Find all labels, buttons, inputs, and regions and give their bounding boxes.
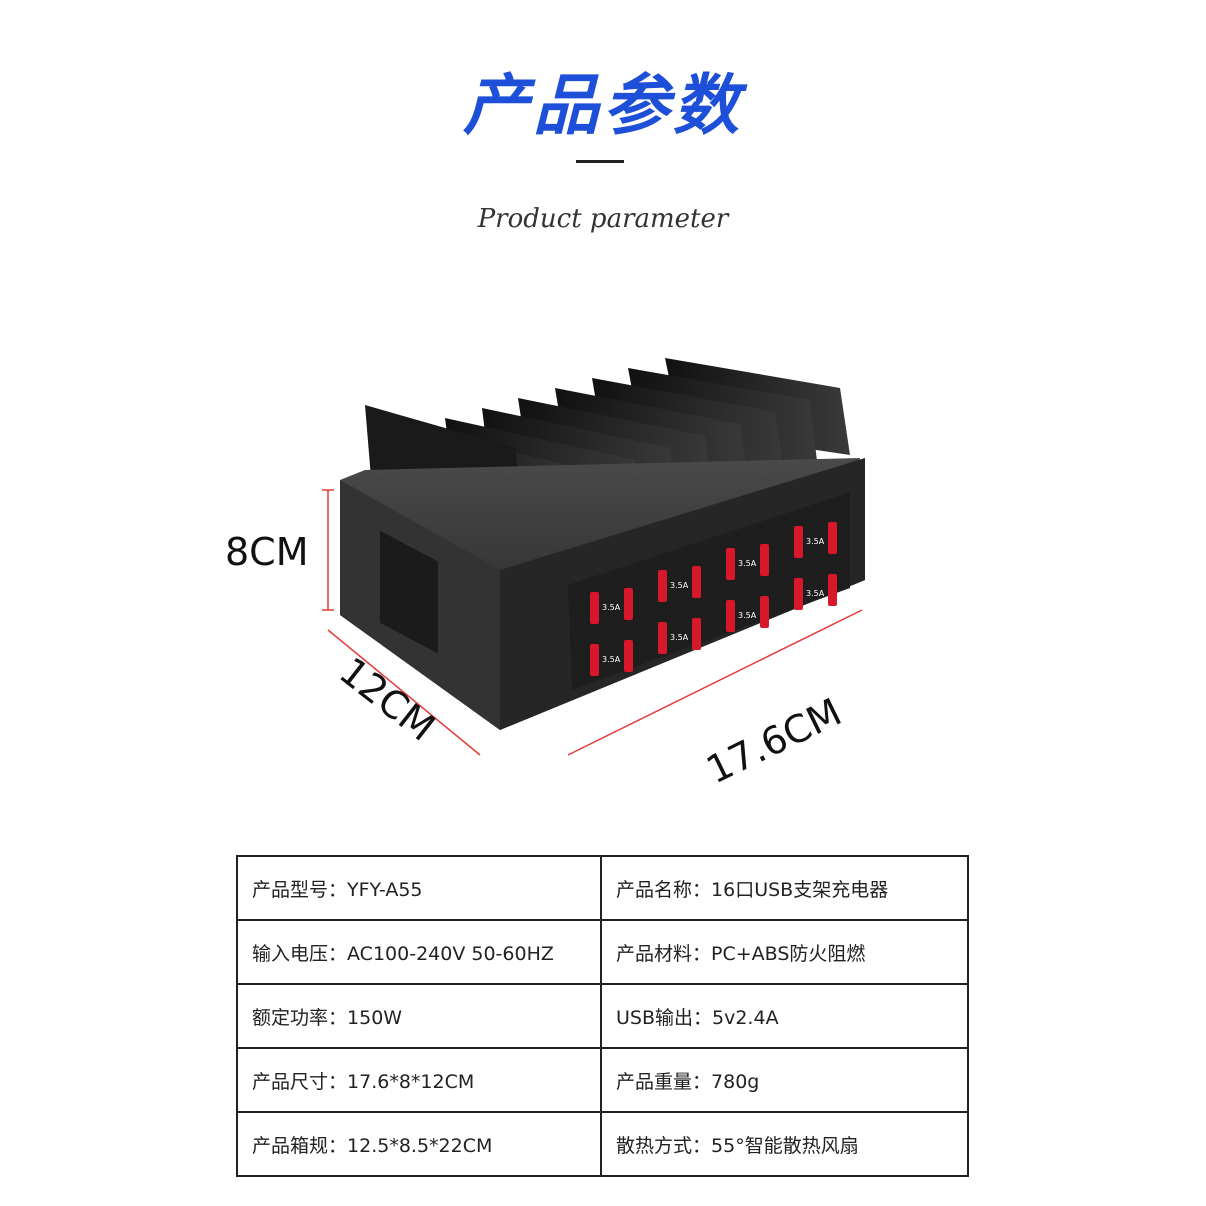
dimension-width-label: 17.6CM — [699, 690, 848, 790]
spec-label: 产品型号： — [252, 878, 348, 901]
spec-cell: USB输出：5v2.4A — [600, 983, 969, 1049]
spec-label: USB输出： — [616, 1006, 713, 1029]
spec-cell: 输入电压：AC100-240V 50-60HZ — [236, 919, 602, 985]
usb-port-group: 3.5A — [590, 588, 633, 624]
spec-value: 17.6*8*12CM — [347, 1070, 475, 1093]
usb-port — [726, 548, 735, 580]
usb-port-group: 3.5A — [658, 618, 701, 654]
port-rating-label: 3.5A — [602, 655, 621, 664]
port-rating-label: 3.5A — [738, 559, 757, 568]
spec-value: 12.5*8.5*22CM — [347, 1134, 493, 1157]
spec-label: 额定功率： — [252, 1006, 348, 1029]
usb-port-group: 3.5A — [794, 574, 837, 610]
port-rating-label: 3.5A — [806, 589, 825, 598]
spec-value: 780g — [711, 1070, 760, 1093]
usb-port — [658, 570, 667, 602]
spec-value: AC100-240V 50-60HZ — [347, 942, 554, 965]
spec-cell: 产品箱规：12.5*8.5*22CM — [236, 1111, 602, 1177]
spec-cell: 产品材料：PC+ABS防火阻燃 — [600, 919, 969, 985]
spec-label: 产品箱规： — [252, 1134, 348, 1157]
spec-value: 150W — [347, 1006, 403, 1029]
usb-port-group: 3.5A — [658, 566, 701, 602]
usb-port — [760, 596, 769, 628]
usb-port — [658, 622, 667, 654]
spec-cell: 产品型号：YFY-A55 — [236, 855, 602, 921]
spec-label: 产品名称： — [616, 878, 712, 901]
usb-port-group: 3.5A — [794, 522, 837, 558]
usb-port — [692, 566, 701, 598]
spec-label: 散热方式： — [616, 1134, 712, 1157]
spec-label: 产品尺寸： — [252, 1070, 348, 1093]
usb-port — [726, 600, 735, 632]
port-rating-label: 3.5A — [670, 581, 689, 590]
usb-port — [590, 644, 599, 676]
title-divider — [576, 160, 624, 163]
dimension-lines — [322, 489, 863, 756]
usb-port-group: 3.5A — [726, 544, 769, 580]
spec-value: YFY-A55 — [347, 878, 423, 901]
port-rating-label: 3.5A — [670, 633, 689, 642]
usb-port — [794, 578, 803, 610]
usb-port — [828, 522, 837, 554]
usb-port — [692, 618, 701, 650]
port-rating-label: 3.5A — [806, 537, 825, 546]
spec-value: 55°智能散热风扇 — [711, 1134, 859, 1157]
usb-port-panel — [568, 492, 850, 690]
usb-port — [624, 640, 633, 672]
usb-port-group: 3.5A — [590, 640, 633, 676]
port-rating-label: 3.5A — [602, 603, 621, 612]
spec-value: 16口USB支架充电器 — [711, 878, 889, 901]
dimension-height-label: 8CM — [225, 530, 309, 574]
spec-cell: 额定功率：150W — [236, 983, 602, 1049]
usb-port — [760, 544, 769, 576]
usb-port — [590, 592, 599, 624]
spec-label: 输入电压： — [252, 942, 348, 965]
charging-station-image: 3.5A3.5A3.5A3.5A3.5A3.5A3.5A3.5A 8CM 12C… — [225, 358, 865, 790]
usb-port — [828, 574, 837, 606]
usb-port-group: 3.5A — [726, 596, 769, 632]
spec-value: 5v2.4A — [712, 1006, 779, 1029]
usb-ports: 3.5A 3.5A 3.5A 3.5A 3.5A 3.5A 3.5A 3.5A — [590, 522, 837, 676]
spec-cell: 产品尺寸：17.6*8*12CM — [236, 1047, 602, 1113]
page-subtitle: Product parameter — [477, 204, 729, 234]
page-title: 产品参数 — [463, 67, 743, 144]
spec-cell: 产品重量：780g — [600, 1047, 969, 1113]
spec-cell: 产品名称：16口USB支架充电器 — [600, 855, 969, 921]
spec-cell: 散热方式：55°智能散热风扇 — [600, 1111, 969, 1177]
port-rating-label: 3.5A — [738, 611, 757, 620]
usb-port — [794, 526, 803, 558]
spec-label: 产品重量： — [616, 1070, 712, 1093]
spec-label: 产品材料： — [616, 942, 712, 965]
usb-port — [624, 588, 633, 620]
spec-value: PC+ABS防火阻燃 — [711, 942, 866, 965]
